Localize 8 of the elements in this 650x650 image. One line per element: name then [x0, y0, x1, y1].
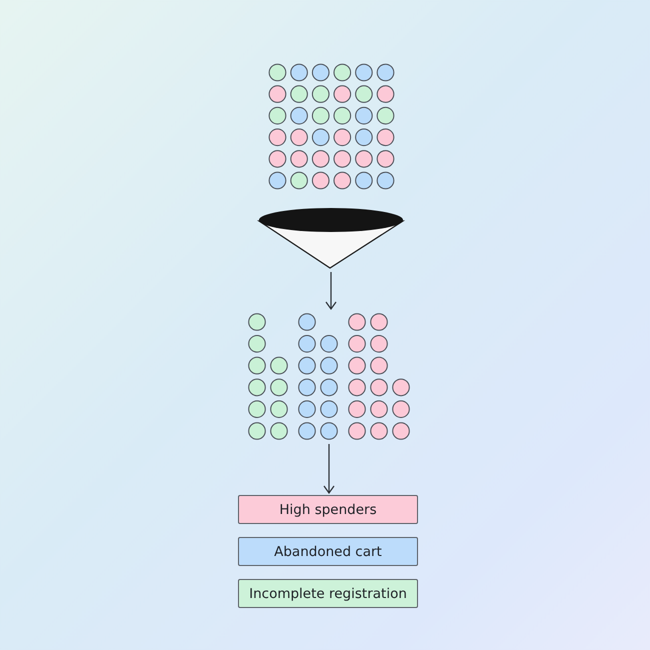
- segment-card: Incomplete registration: [238, 579, 418, 608]
- segment-card: High spenders: [238, 495, 418, 524]
- funnel-drawing: [256, 206, 406, 271]
- segment-card: Abandoned cart: [238, 537, 418, 566]
- sorted-dots-drawing: [246, 311, 412, 443]
- arrow: [323, 444, 335, 494]
- dot-grid-drawing: [266, 61, 397, 192]
- arrow: [325, 272, 337, 310]
